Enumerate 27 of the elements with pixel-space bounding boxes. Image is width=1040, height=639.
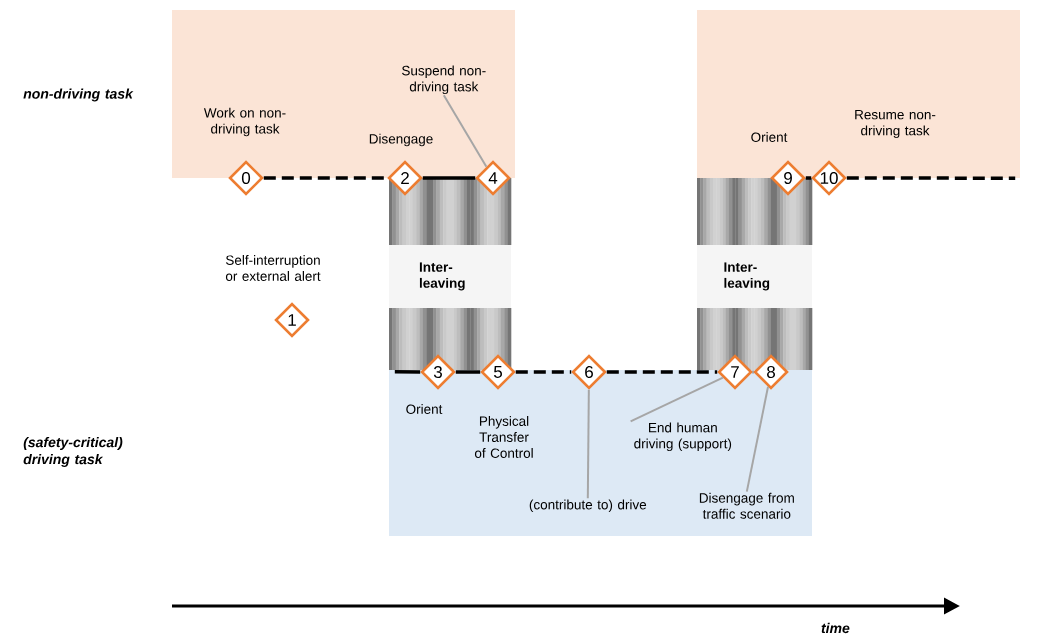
- timeline-segment: [515, 370, 572, 374]
- caption-text: Disengage from traffic scenario: [699, 492, 794, 519]
- row-label: time: [821, 622, 850, 634]
- caption-text: Disengage: [369, 133, 433, 147]
- timeline-segment: [394, 370, 421, 374]
- caption-text: Physical Transfer of Control: [474, 416, 533, 458]
- timeline-segment: [455, 370, 481, 374]
- caption-text: Orient: [406, 404, 443, 414]
- interleaving-band: Inter- leaving: [389, 245, 511, 308]
- timeline-segment: [422, 176, 476, 180]
- interleaving-band: Inter- leaving: [697, 245, 812, 308]
- caption-text: Resume non-driving task: [855, 109, 936, 139]
- row-label: non-driving task: [23, 88, 134, 102]
- caption-text: End human driving (support): [634, 422, 732, 452]
- timeline-segment: [846, 176, 1016, 180]
- row-label: (safety-critical) driving task: [23, 437, 123, 468]
- caption-text: Suspend non-driving task: [402, 65, 486, 95]
- timeline-segment: [805, 176, 812, 180]
- caption-text: Self-interruption or external alert: [225, 255, 321, 281]
- caption-text: Orient: [751, 132, 788, 142]
- leader-line: [586, 388, 590, 500]
- leader-line: [629, 376, 724, 423]
- caption-text: Work on non-driving task: [203, 107, 286, 137]
- leader-line: [442, 94, 488, 168]
- leader-line: [745, 385, 769, 493]
- caption-text: (contribute to) drive: [529, 499, 647, 513]
- timeline-segment: [606, 370, 718, 374]
